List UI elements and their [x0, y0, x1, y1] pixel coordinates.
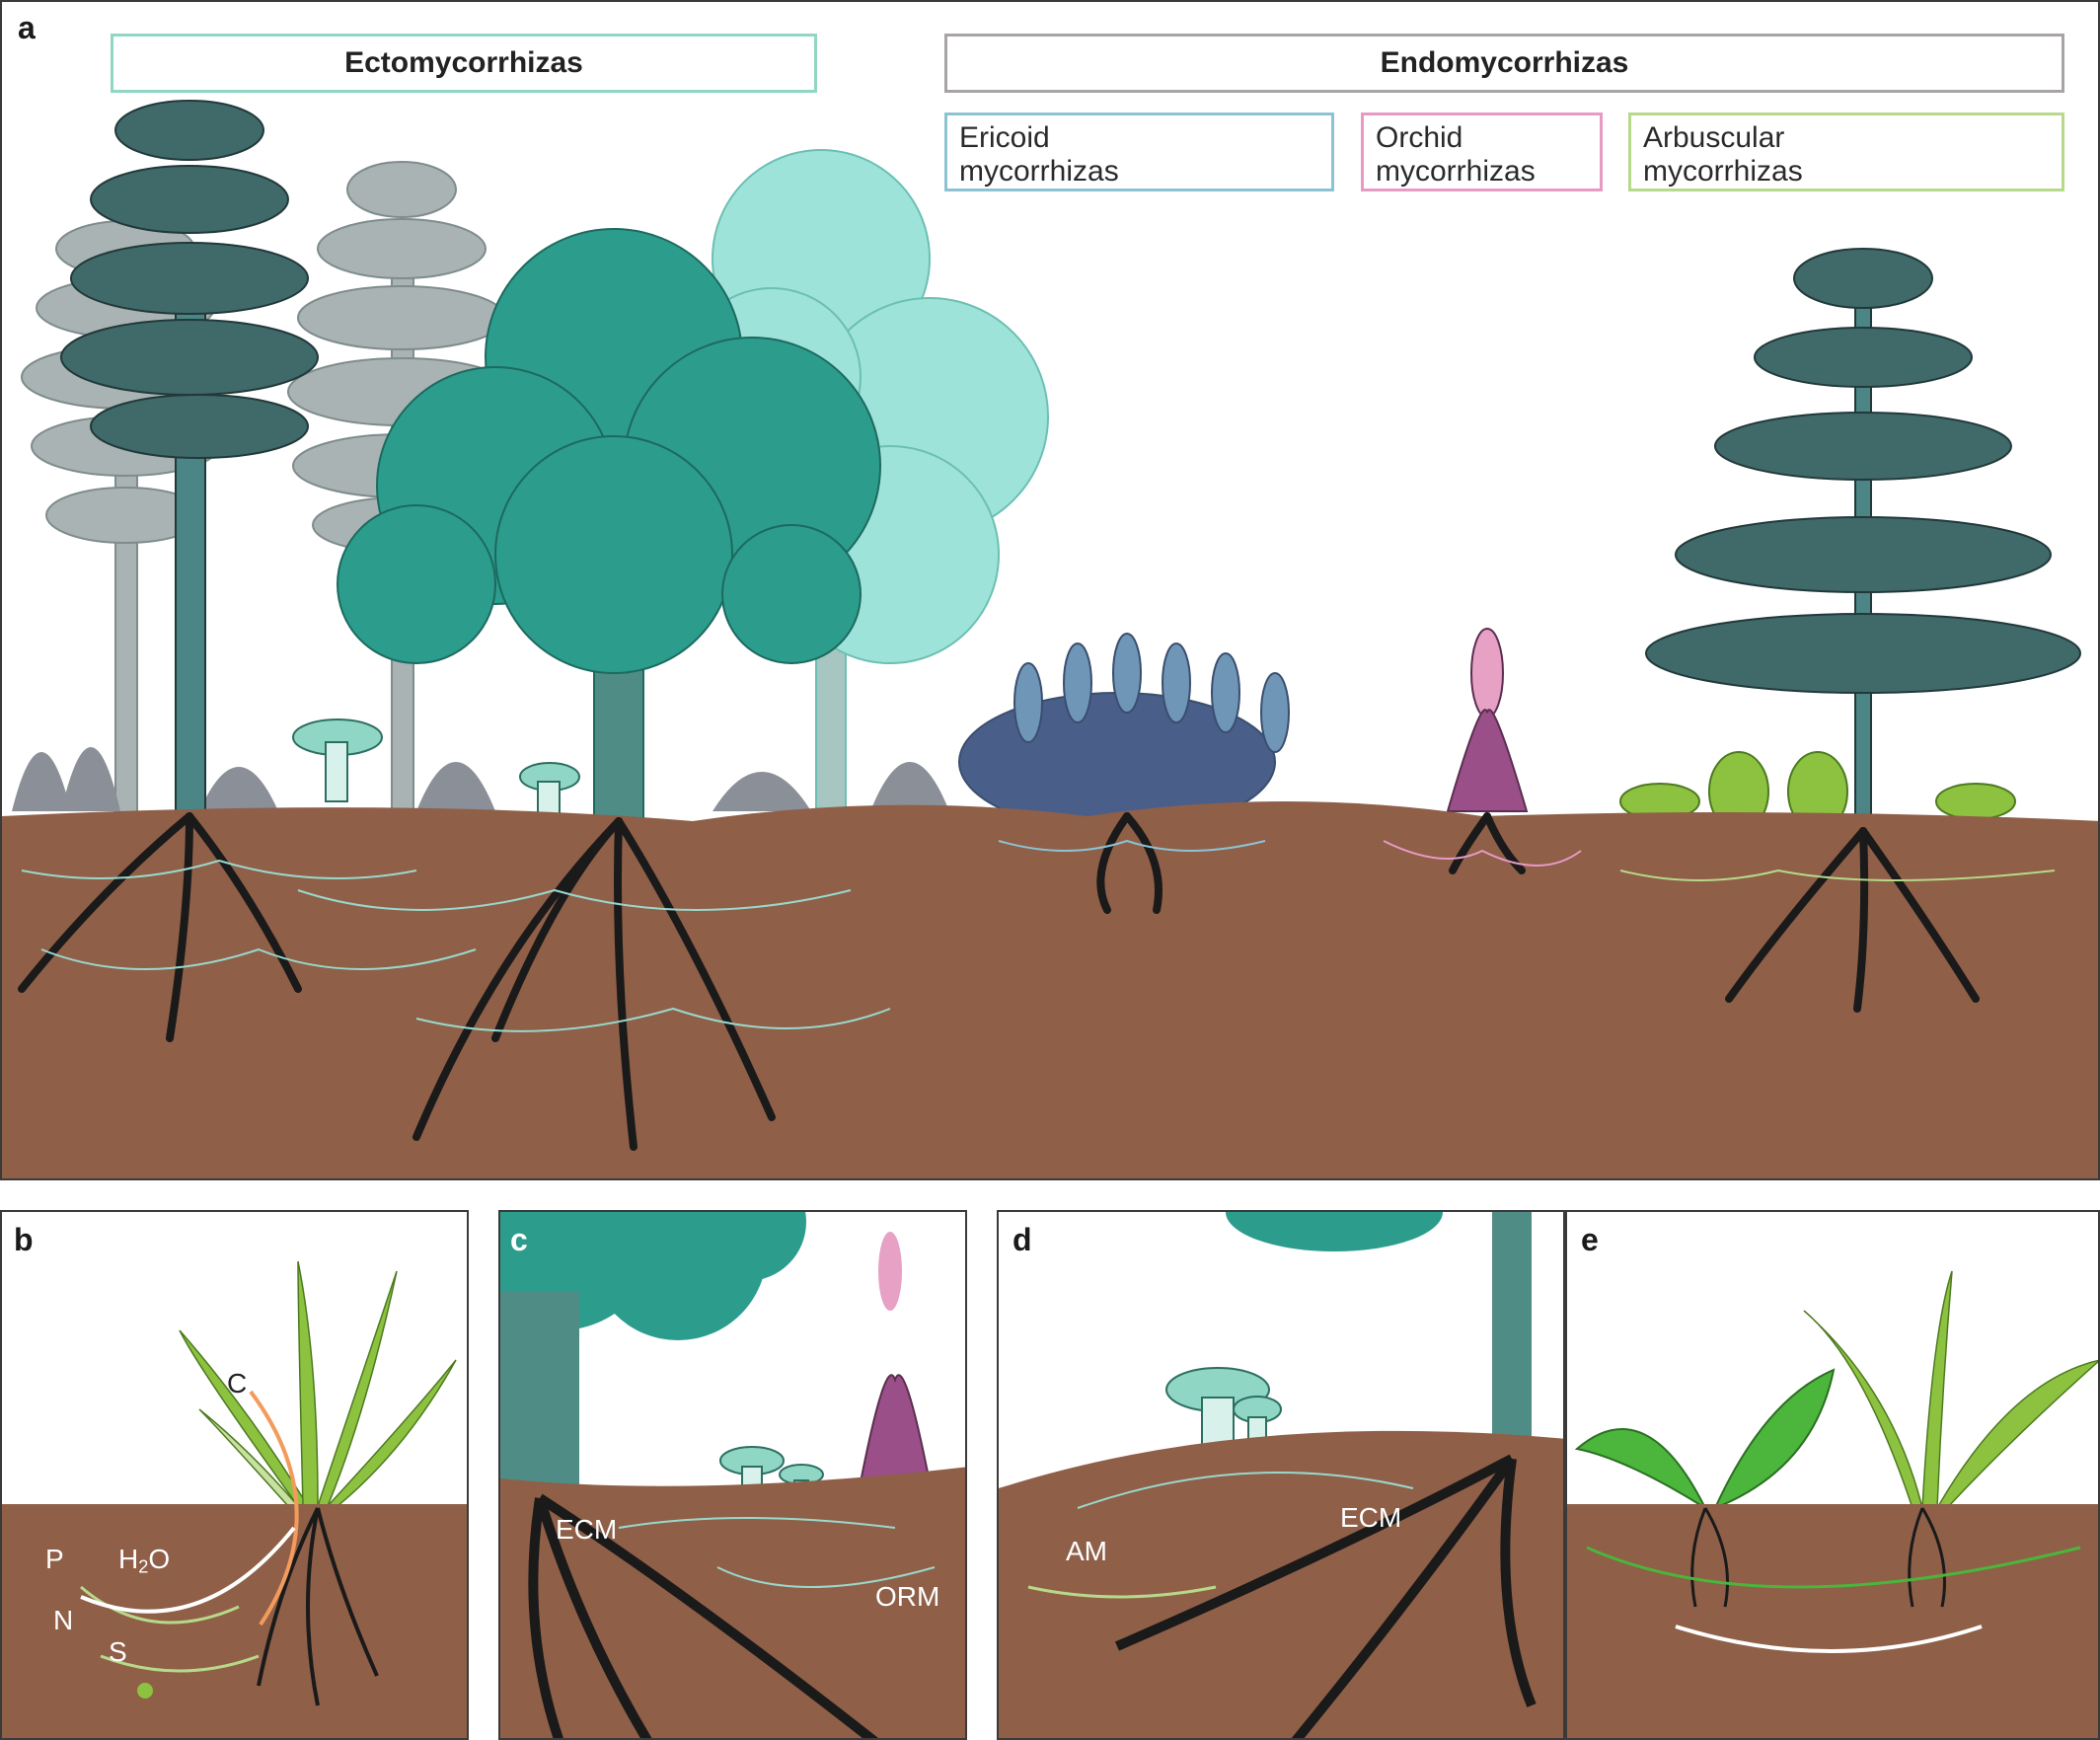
ericoid-hyphae [998, 839, 1266, 852]
soil [500, 1467, 965, 1738]
roots [1690, 1507, 1946, 1608]
panel-a: a Ectomycorrhizas Endomycorrhizas Ericoi… [0, 0, 2100, 1180]
orchid-mycorrhizas-box: Orchid mycorrhizas [1361, 113, 1603, 191]
exchange-arrow [1675, 1625, 1983, 1653]
carbon-arrow [249, 1390, 299, 1627]
conifer-dark-tree [60, 100, 319, 812]
panel-e: e [1565, 1210, 2100, 1740]
am-hyphae [80, 1585, 260, 1673]
broadleaf-tree [337, 228, 881, 822]
tree-trunk [1492, 1212, 1532, 1469]
am-hyphae [1586, 1546, 2081, 1589]
panel-c: c ECM ORM [498, 1210, 967, 1740]
panel-b-scene [2, 1260, 467, 1738]
phosphorus-label: P [45, 1544, 64, 1574]
arbuscular-hyphae [1619, 869, 2056, 881]
roots [1115, 1454, 1537, 1738]
panel-d: d AM ECM [997, 1210, 1565, 1740]
orchid-line-1: Orchid [1376, 121, 1463, 154]
endomycorrhizas-header: Endomycorrhizas [944, 34, 2064, 93]
am-label: AM [1066, 1536, 1107, 1566]
ericoid-mycorrhizas-box: Ericoid mycorrhizas [944, 113, 1334, 191]
roots [257, 1507, 379, 1706]
hyphae [618, 1517, 936, 1588]
soil [2, 801, 2098, 1178]
broadleaf-tree [1226, 1212, 1443, 1251]
panel-e-label: e [1581, 1222, 1599, 1257]
panel-a-scene [2, 100, 2098, 1178]
ecm-label: ECM [1340, 1502, 1402, 1533]
water-sub: 2 [138, 1556, 149, 1577]
ecm-label: ECM [556, 1514, 618, 1545]
roots [528, 1493, 879, 1738]
arbuscular-line-2: mycorrhizas [1643, 155, 1803, 188]
carbon-label: C [227, 1368, 248, 1399]
orm-label: ORM [875, 1581, 940, 1612]
ectomycorrhizas-header: Ectomycorrhizas [111, 34, 817, 93]
panel-d-label: d [1012, 1222, 1032, 1257]
panel-d-scene [999, 1212, 1563, 1738]
young-conifer [1645, 248, 2081, 832]
mushrooms [292, 719, 580, 817]
roots [18, 812, 1980, 1151]
orchid-plant [854, 1232, 937, 1509]
water-h: H [118, 1544, 139, 1574]
broadleaf-tree [500, 1212, 806, 1340]
panel-c-scene [500, 1212, 965, 1738]
sulfur-label: S [109, 1636, 127, 1667]
water-label: H2O [118, 1544, 170, 1578]
grass [1803, 1270, 2098, 1509]
grass [179, 1260, 457, 1507]
spore [137, 1683, 153, 1699]
panel-b-label: b [14, 1222, 34, 1257]
orchid-hyphae [1383, 840, 1582, 867]
panel-b: b C P H2O N S [0, 1210, 469, 1740]
arbuscular-line-1: Arbuscular [1643, 121, 1785, 154]
green-herbs [1619, 751, 2016, 832]
herb-plant [1574, 1368, 1836, 1511]
ecto-hyphae [21, 859, 891, 1032]
understory-grey-plants [12, 747, 949, 811]
ericoid-line-1: Ericoid [959, 121, 1050, 154]
hyphae [1077, 1472, 1414, 1509]
soil [2, 1504, 467, 1738]
nutrient-arrow [80, 1526, 296, 1614]
orchid-line-2: mycorrhizas [1376, 155, 1536, 188]
panel-c-label: c [510, 1222, 528, 1257]
panel-a-label: a [18, 10, 36, 45]
soil [1567, 1504, 2098, 1738]
panel-e-scene [1567, 1270, 2098, 1738]
am-hyphae [1027, 1585, 1217, 1599]
ericoid-line-2: mycorrhizas [959, 155, 1119, 188]
orchid-plant [1446, 628, 1529, 812]
nitrogen-label: N [53, 1605, 74, 1635]
water-o: O [148, 1544, 171, 1574]
arbuscular-mycorrhizas-box: Arbuscular mycorrhizas [1628, 113, 2064, 191]
heather-shrub [958, 633, 1290, 832]
